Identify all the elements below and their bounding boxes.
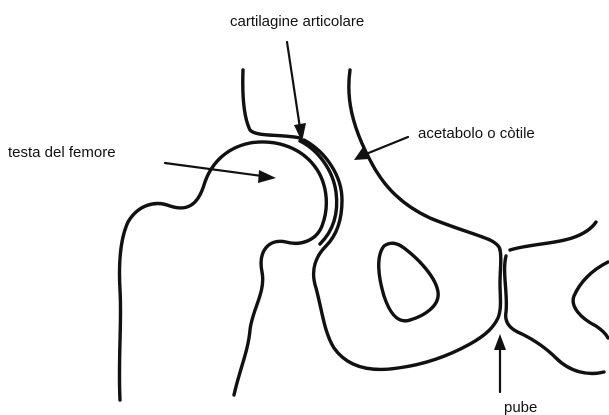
pelvic-wall-outline bbox=[349, 70, 500, 250]
acetabulum-socket-rim bbox=[304, 140, 501, 369]
cartilage-label: cartilagine articolare bbox=[230, 13, 364, 30]
acetabulum-label: acetabolo o còtile bbox=[418, 125, 535, 142]
femoral-head-label: testa del femore bbox=[8, 144, 116, 161]
far-right-bone-contour bbox=[573, 262, 608, 338]
femur-outline bbox=[119, 142, 326, 400]
cartilage-leader-line bbox=[287, 42, 300, 128]
femoral-head-arrowhead bbox=[258, 170, 276, 183]
right-pubic-bone-outline bbox=[510, 222, 596, 250]
obturator-foramen-outline bbox=[379, 243, 438, 321]
pubis-arrowhead bbox=[494, 334, 506, 350]
acetabulum-leader-line bbox=[366, 137, 408, 154]
pubis-label: pube bbox=[504, 399, 537, 415]
acetabulum-outer-wall bbox=[243, 70, 300, 138]
